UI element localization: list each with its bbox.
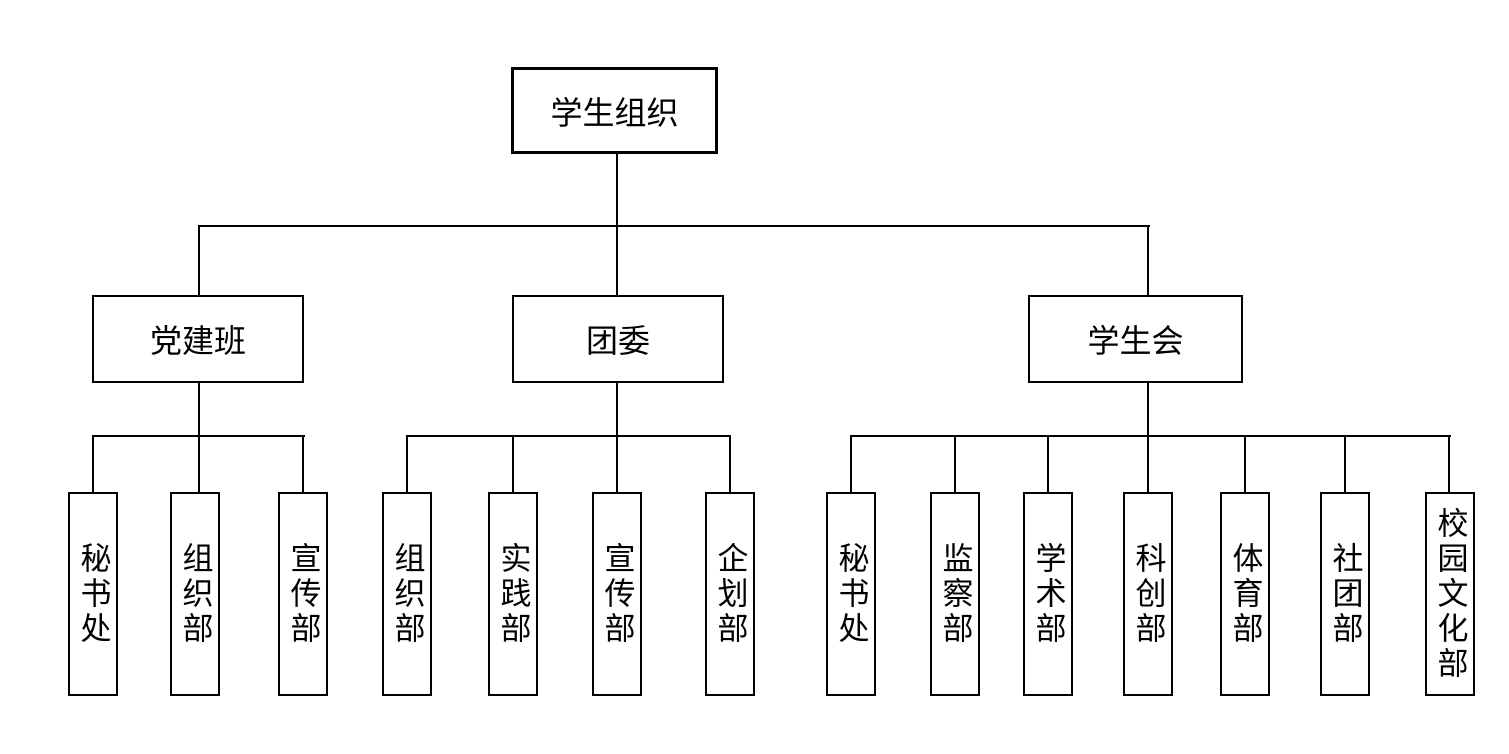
node-youth-league-committee: 团委 (512, 295, 724, 383)
node-label: 团委 (585, 323, 650, 359)
connector-root-trunk (616, 154, 618, 225)
node-label: 科创部 (1130, 541, 1166, 647)
node-student-union: 学生会 (1028, 295, 1243, 383)
node-label: 秘书处 (833, 541, 869, 647)
connector-drop-party-building-class (198, 227, 200, 295)
node-label: 组织部 (389, 541, 425, 647)
node-party-building-class: 党建班 (92, 295, 304, 383)
node-supervision-dept: 监察部 (930, 492, 980, 696)
node-label: 学术部 (1030, 541, 1066, 647)
connector-drop-organization-dept-b (406, 437, 408, 492)
node-clubs-dept: 社团部 (1320, 492, 1370, 696)
node-organization-dept-b: 组织部 (382, 492, 432, 696)
node-publicity-dept-a: 宣传部 (278, 492, 328, 696)
connector-drop-supervision-dept (954, 437, 956, 492)
connector-trunk-party-building-class (198, 383, 200, 492)
node-sports-dept: 体育部 (1220, 492, 1270, 696)
connector-drop-practice-dept (512, 437, 514, 492)
node-secretariat-a: 秘书处 (68, 492, 118, 696)
connector-hline-youth-league-committee (406, 435, 731, 437)
node-secretariat-c: 秘书处 (826, 492, 876, 696)
connector-drop-publicity-dept-a (302, 437, 304, 492)
node-publicity-dept-b: 宣传部 (592, 492, 642, 696)
node-label: 监察部 (937, 541, 973, 647)
node-label: 校园文化部 (1432, 506, 1468, 682)
connector-drop-secretariat-c (850, 437, 852, 492)
node-sci-tech-innovation-dept: 科创部 (1123, 492, 1173, 696)
connector-drop-secretariat-a (92, 437, 94, 492)
node-planning-dept: 企划部 (705, 492, 755, 696)
connector-drop-planning-dept (729, 437, 731, 492)
node-label: 学生组织 (550, 94, 679, 131)
node-label: 宣传部 (285, 541, 321, 647)
connector-drop-student-union (1147, 227, 1149, 295)
connector-drop-campus-culture-dept (1448, 437, 1450, 492)
node-label: 企划部 (712, 541, 748, 647)
node-academic-dept: 学术部 (1023, 492, 1073, 696)
connector-drop-clubs-dept (1344, 437, 1346, 492)
connector-drop-youth-league-committee (616, 227, 618, 295)
connector-hline-party-building-class (92, 435, 305, 437)
node-label: 秘书处 (75, 541, 111, 647)
node-label: 实践部 (495, 541, 531, 647)
connector-drop-sports-dept (1244, 437, 1246, 492)
node-label: 学生会 (1087, 323, 1184, 359)
node-practice-dept: 实践部 (488, 492, 538, 696)
node-label: 宣传部 (599, 541, 635, 647)
node-organization-dept-a: 组织部 (170, 492, 220, 696)
node-label: 党建班 (149, 323, 246, 359)
connector-drop-academic-dept (1047, 437, 1049, 492)
node-student-organization: 学生组织 (511, 67, 718, 154)
connector-trunk-youth-league-committee (616, 383, 618, 492)
node-label: 组织部 (177, 541, 213, 647)
connector-trunk-student-union (1147, 383, 1149, 492)
node-label: 社团部 (1327, 541, 1363, 647)
node-label: 体育部 (1227, 541, 1263, 647)
connector-hline-student-union (850, 435, 1451, 437)
node-campus-culture-dept: 校园文化部 (1425, 492, 1475, 696)
connector-level1-hline (198, 225, 1150, 227)
